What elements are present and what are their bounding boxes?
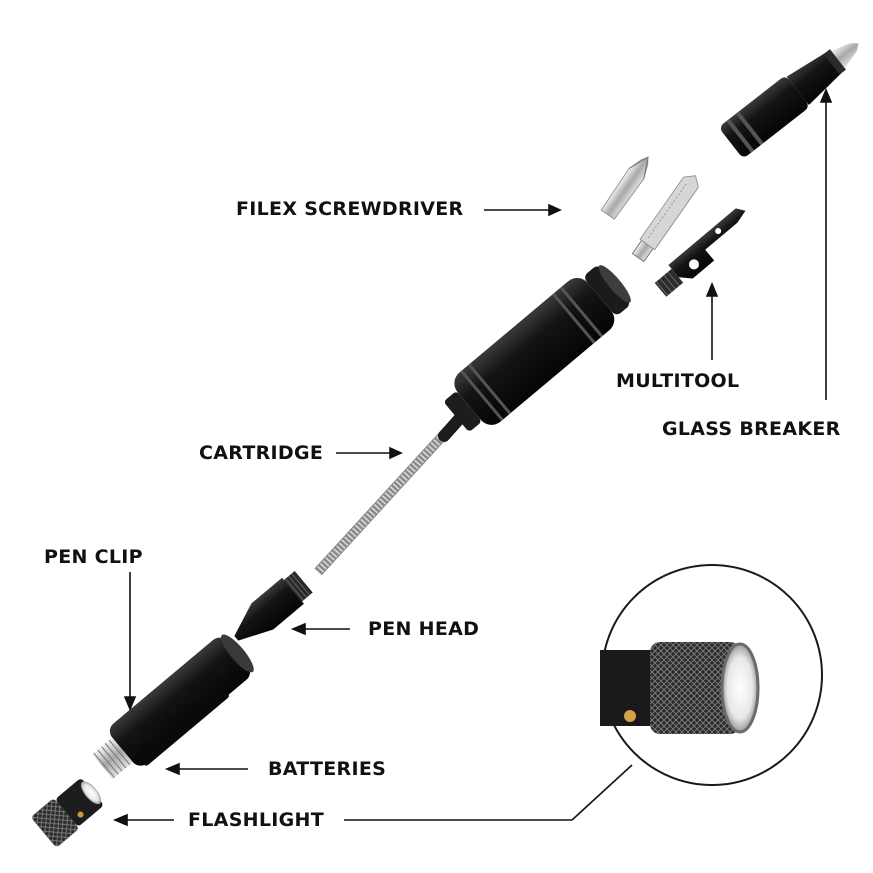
main-barrel [444,265,631,431]
multitool-piece [654,208,746,297]
cartridge-spring [314,412,466,576]
label-batteries: BATTERIES [268,758,387,780]
pen-head [234,570,313,641]
lower-barrel [92,634,254,779]
flashlight-head [32,779,103,847]
label-glass-breaker: GLASS BREAKER [662,418,841,440]
screwdriver-bit [600,156,649,220]
label-pen-head: PEN HEAD [368,618,480,640]
label-pen-clip: PEN CLIP [44,546,143,568]
callout-arrows [112,87,833,827]
glass-breaker-cap [720,43,859,157]
file-blade [631,175,699,263]
label-flashlight: FLASHLIGHT [188,809,325,831]
flashlight-zoom-inset [600,564,823,786]
label-multitool: MULTITOOL [616,370,740,392]
label-cartridge: CARTRIDGE [199,442,324,464]
label-filex-screwdriver: FILEX SCREWDRIVER [236,198,464,220]
